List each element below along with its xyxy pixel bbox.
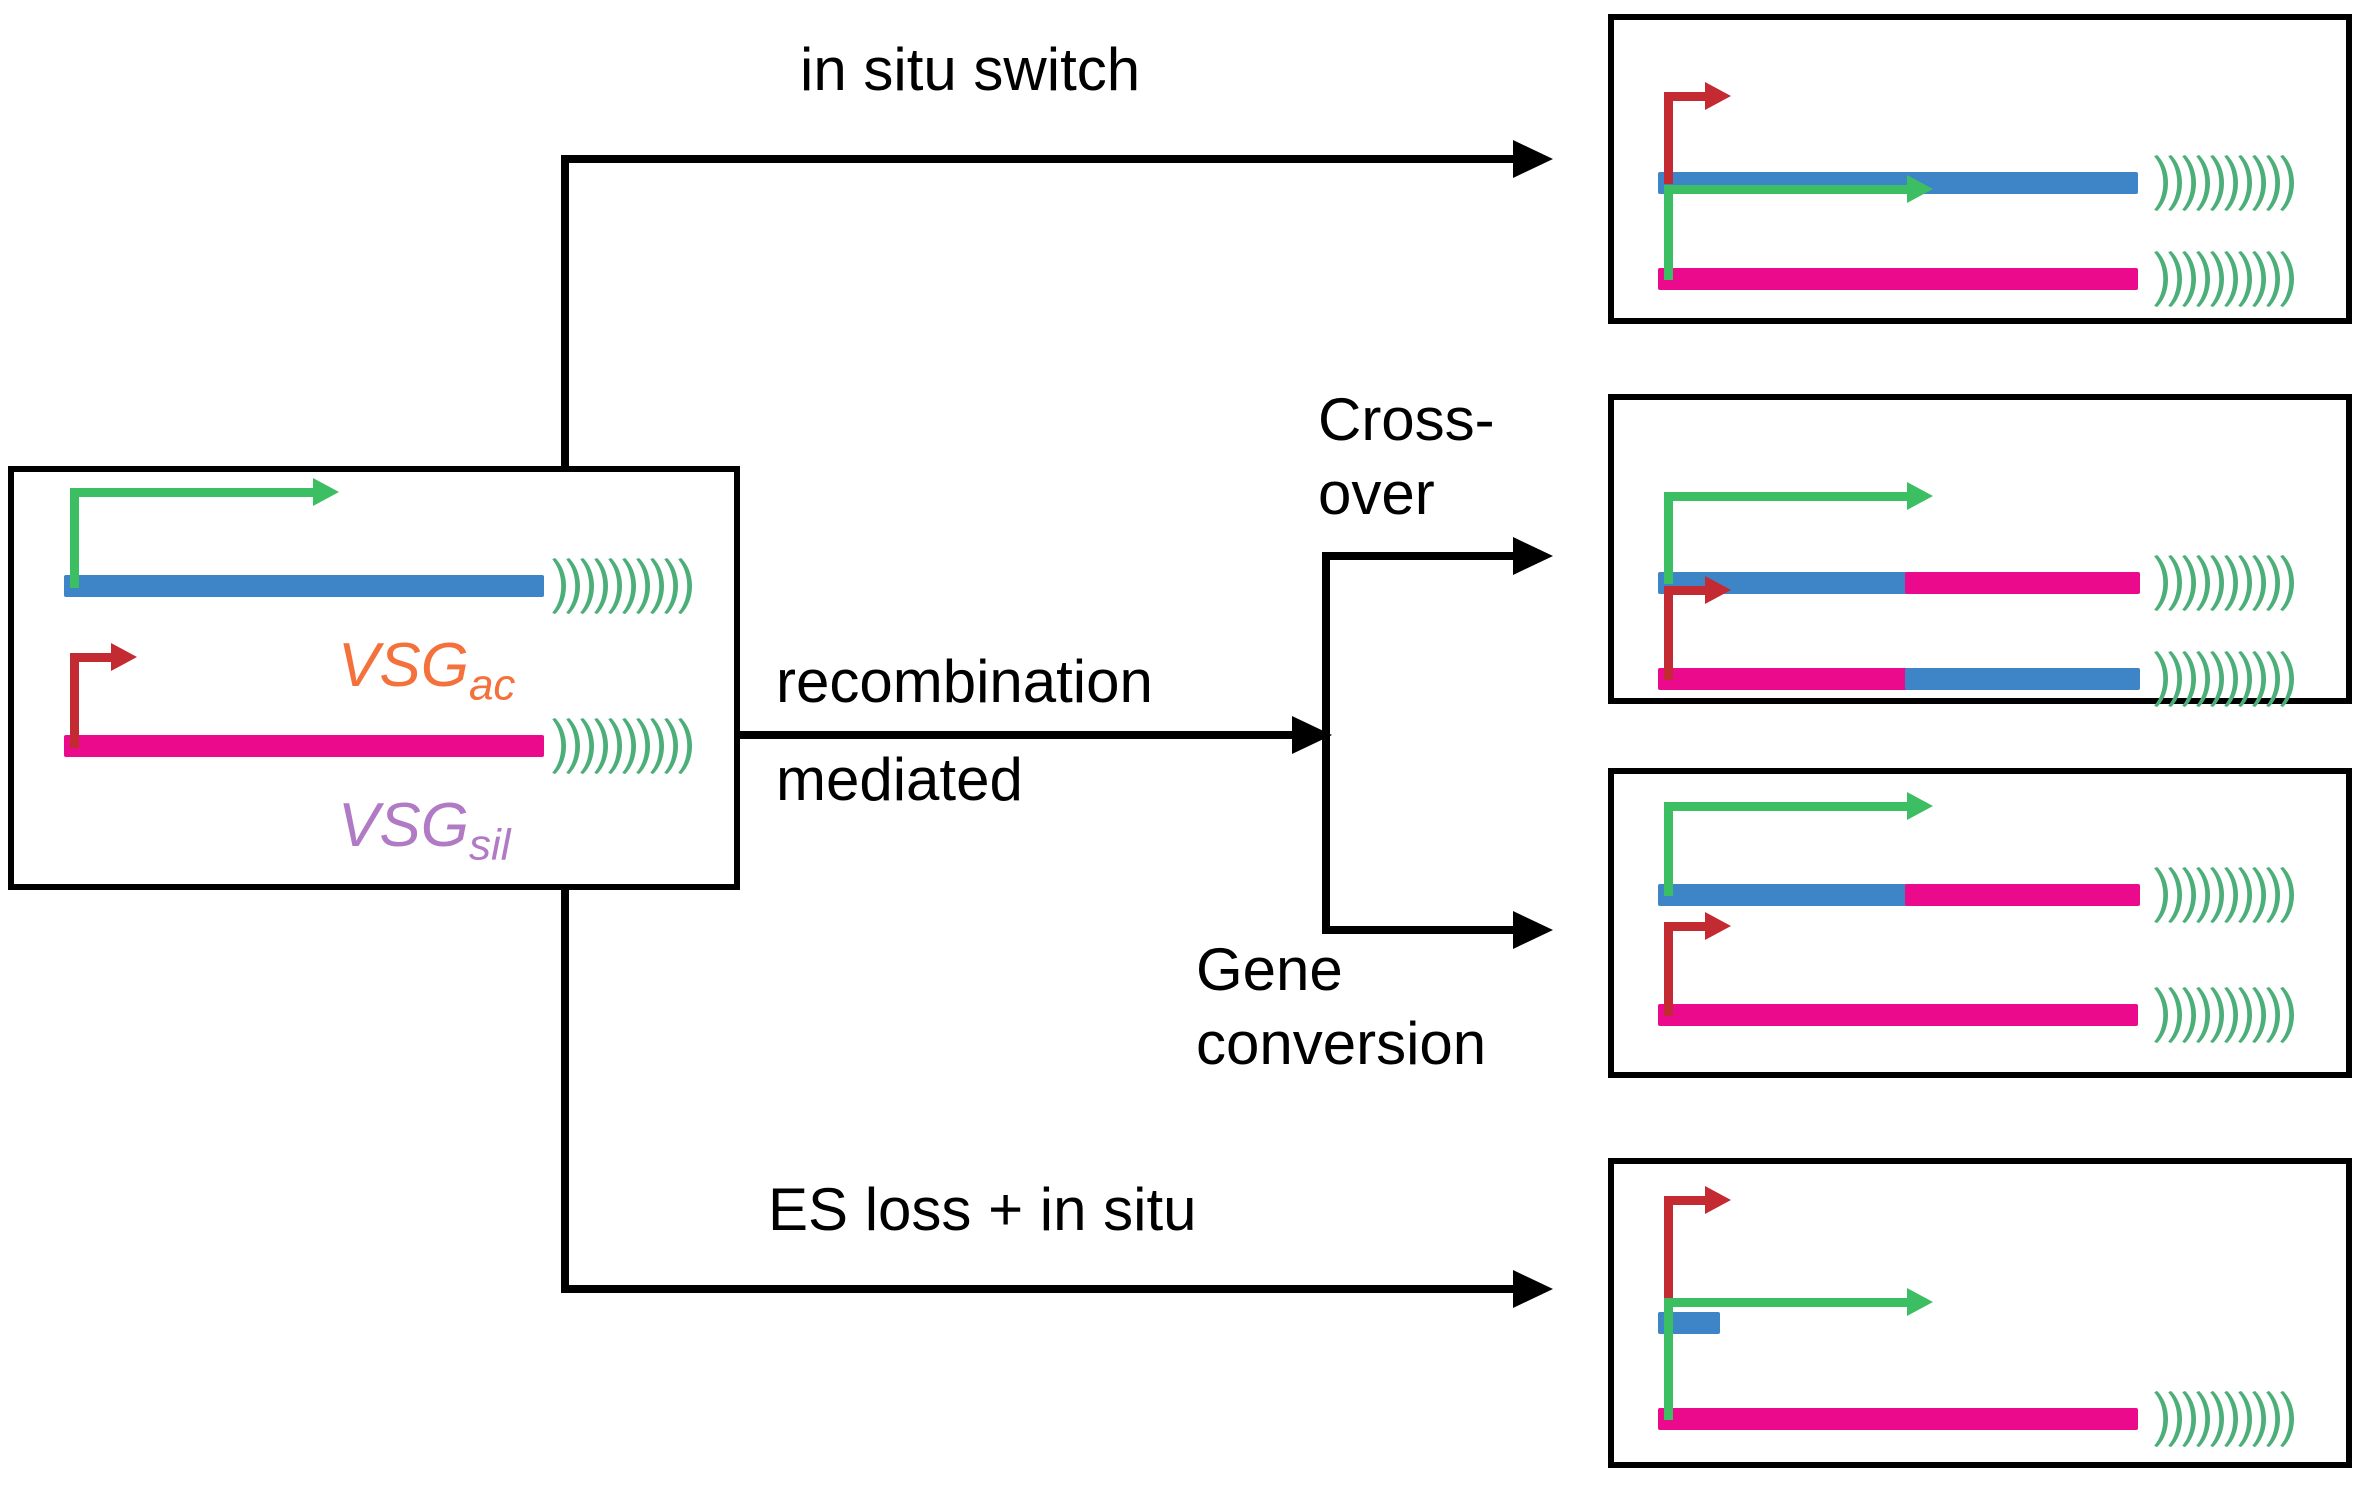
label-recombination-line2: mediated xyxy=(776,746,1023,813)
silent-es-line xyxy=(64,735,544,757)
connector-in-situ-horizontal xyxy=(561,155,1521,163)
es-loss-vsg-silent-gene-icon xyxy=(1958,1367,2098,1471)
crossover-inactive-promoter-icon xyxy=(1664,576,1764,680)
label-recombination-line1: recombination xyxy=(776,648,1153,715)
source-box xyxy=(8,466,740,890)
telomere-icon xyxy=(2152,864,2301,926)
in-situ-vsg-active-gene-icon xyxy=(1958,131,2098,235)
telomere-icon xyxy=(2152,1388,2301,1450)
label-es-loss-plain: ES loss + xyxy=(768,1176,1040,1243)
label-in-situ-switch: in situ switch xyxy=(800,38,1140,102)
label-gene-conversion-line2: conversion xyxy=(1196,1010,1487,1077)
telomere-icon xyxy=(550,715,699,777)
telomere-icon xyxy=(2152,648,2301,710)
connector-es-loss-horizontal xyxy=(561,1285,1521,1293)
vsg-active-text: VSG xyxy=(338,631,469,700)
active-promoter-icon xyxy=(70,478,340,588)
telomere-icon xyxy=(2152,248,2301,310)
vsg-silent-text: VSG xyxy=(338,791,469,860)
gene-conversion-top-vsg-icon xyxy=(1958,843,2098,947)
in-situ-pink-line xyxy=(1658,268,2138,290)
gene-conversion-donor-segment xyxy=(1905,884,2140,906)
gene-conversion-bottom-vsg-icon xyxy=(1958,963,2098,1067)
connector-gene-conversion xyxy=(1322,926,1522,934)
arrowhead-in-situ xyxy=(1513,140,1553,178)
telomere-icon xyxy=(2152,984,2301,1046)
telomere-icon xyxy=(2152,152,2301,214)
crossover-vsg-silent-gene-icon xyxy=(1958,531,2098,635)
vsg-silent-label: VSGsil xyxy=(338,790,511,870)
gene-conversion-inactive-promoter-icon xyxy=(1664,912,1764,1016)
label-gene-conversion-line1: Gene xyxy=(1196,936,1343,1003)
connector-in-situ xyxy=(561,155,569,468)
crossover-bottom-pink-segment xyxy=(1658,668,1908,690)
gene-conversion-active-promoter-icon xyxy=(1664,792,1934,896)
arrowhead-es-loss xyxy=(1513,1270,1553,1308)
telomere-icon xyxy=(550,555,699,617)
es-loss-truncated-stub xyxy=(1658,1312,1720,1334)
vsg-active-label: VSGac xyxy=(338,630,515,710)
es-loss-pink-line xyxy=(1658,1408,2138,1430)
inactive-promoter-icon xyxy=(70,643,170,748)
vsg-active-gene-icon xyxy=(355,534,495,638)
gene-conversion-bottom-pink-line xyxy=(1658,1004,2138,1026)
es-loss-active-promoter-icon xyxy=(1664,1288,1934,1420)
label-es-loss: ES loss + in situ xyxy=(768,1178,1197,1242)
in-situ-vsg-silent-gene-icon xyxy=(1958,227,2098,331)
label-in-situ-rest: switch xyxy=(956,36,1141,103)
crossover-bottom-blue-segment xyxy=(1905,668,2140,690)
arrowhead-crossover xyxy=(1513,537,1553,575)
connector-crossover xyxy=(1322,552,1522,560)
vsg-silent-gene-icon xyxy=(355,694,495,798)
crossover-active-promoter-icon xyxy=(1664,482,1934,584)
label-in-situ-italic: in situ xyxy=(800,36,957,103)
label-crossover-line2: over xyxy=(1318,460,1435,527)
in-situ-active-promoter-icon xyxy=(1664,175,1934,280)
arrowhead-gene-conversion xyxy=(1513,911,1553,949)
label-es-loss-italic: in situ xyxy=(1039,1176,1197,1243)
gene-conversion-top-blue-segment xyxy=(1658,884,1908,906)
es-loss-inactive-promoter-icon xyxy=(1664,1186,1764,1322)
crossover-vsg-active-gene-icon xyxy=(1958,627,2098,731)
crossover-top-pink-segment xyxy=(1905,572,2140,594)
in-situ-inactive-promoter-icon xyxy=(1664,82,1764,184)
telomere-icon xyxy=(2152,552,2301,614)
outcome-box-gene-conversion xyxy=(1608,768,2352,1078)
connector-fork-riser xyxy=(1322,552,1330,934)
connector-es-loss xyxy=(561,888,569,1293)
vsg-silent-subscript: sil xyxy=(468,820,511,870)
vsg-active-subscript: ac xyxy=(468,660,516,710)
active-es-line xyxy=(64,575,544,597)
label-crossover-line1: Cross- xyxy=(1318,386,1495,453)
connector-recombination xyxy=(740,731,1300,739)
